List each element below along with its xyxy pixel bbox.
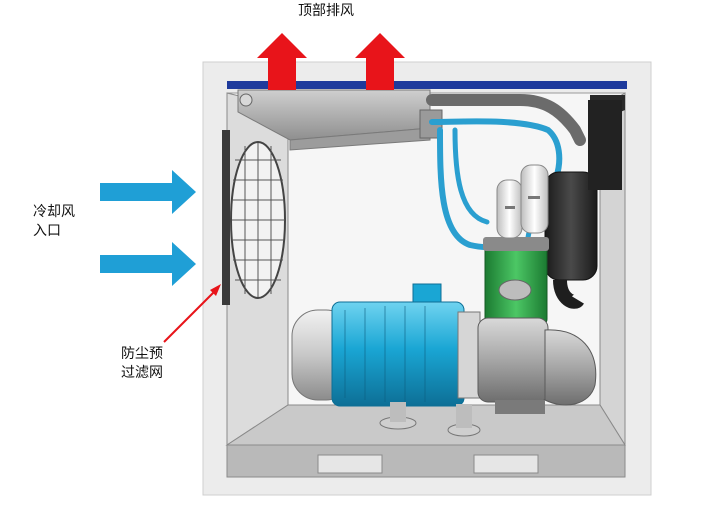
oil-filters (496, 164, 549, 239)
label-dust-prefilter-line2: 过滤网 (121, 365, 163, 381)
cooler (237, 89, 443, 151)
label-cooling-inlet-line1: 冷却风 (33, 204, 75, 220)
label-top-exhaust: 顶部排风 (298, 3, 354, 19)
exhaust-arrows (257, 33, 405, 90)
roof-strip (227, 81, 627, 89)
exhaust-arrow-1 (257, 33, 307, 90)
label-cooling-inlet: 冷却风 入口 (33, 203, 75, 241)
inlet-arrow-2 (100, 242, 196, 286)
dust-prefilter (222, 130, 286, 305)
air-filter (544, 100, 622, 309)
inlet-arrows (100, 170, 196, 286)
label-cooling-inlet-line2: 入口 (33, 223, 61, 239)
label-dust-prefilter-line1: 防尘预 (121, 346, 163, 362)
label-dust-prefilter: 防尘预 过滤网 (121, 345, 163, 383)
exhaust-arrow-2 (355, 33, 405, 90)
inlet-arrow-1 (100, 170, 196, 214)
pointer-arrow (163, 284, 221, 343)
air-end (477, 279, 597, 414)
motor (291, 283, 481, 437)
